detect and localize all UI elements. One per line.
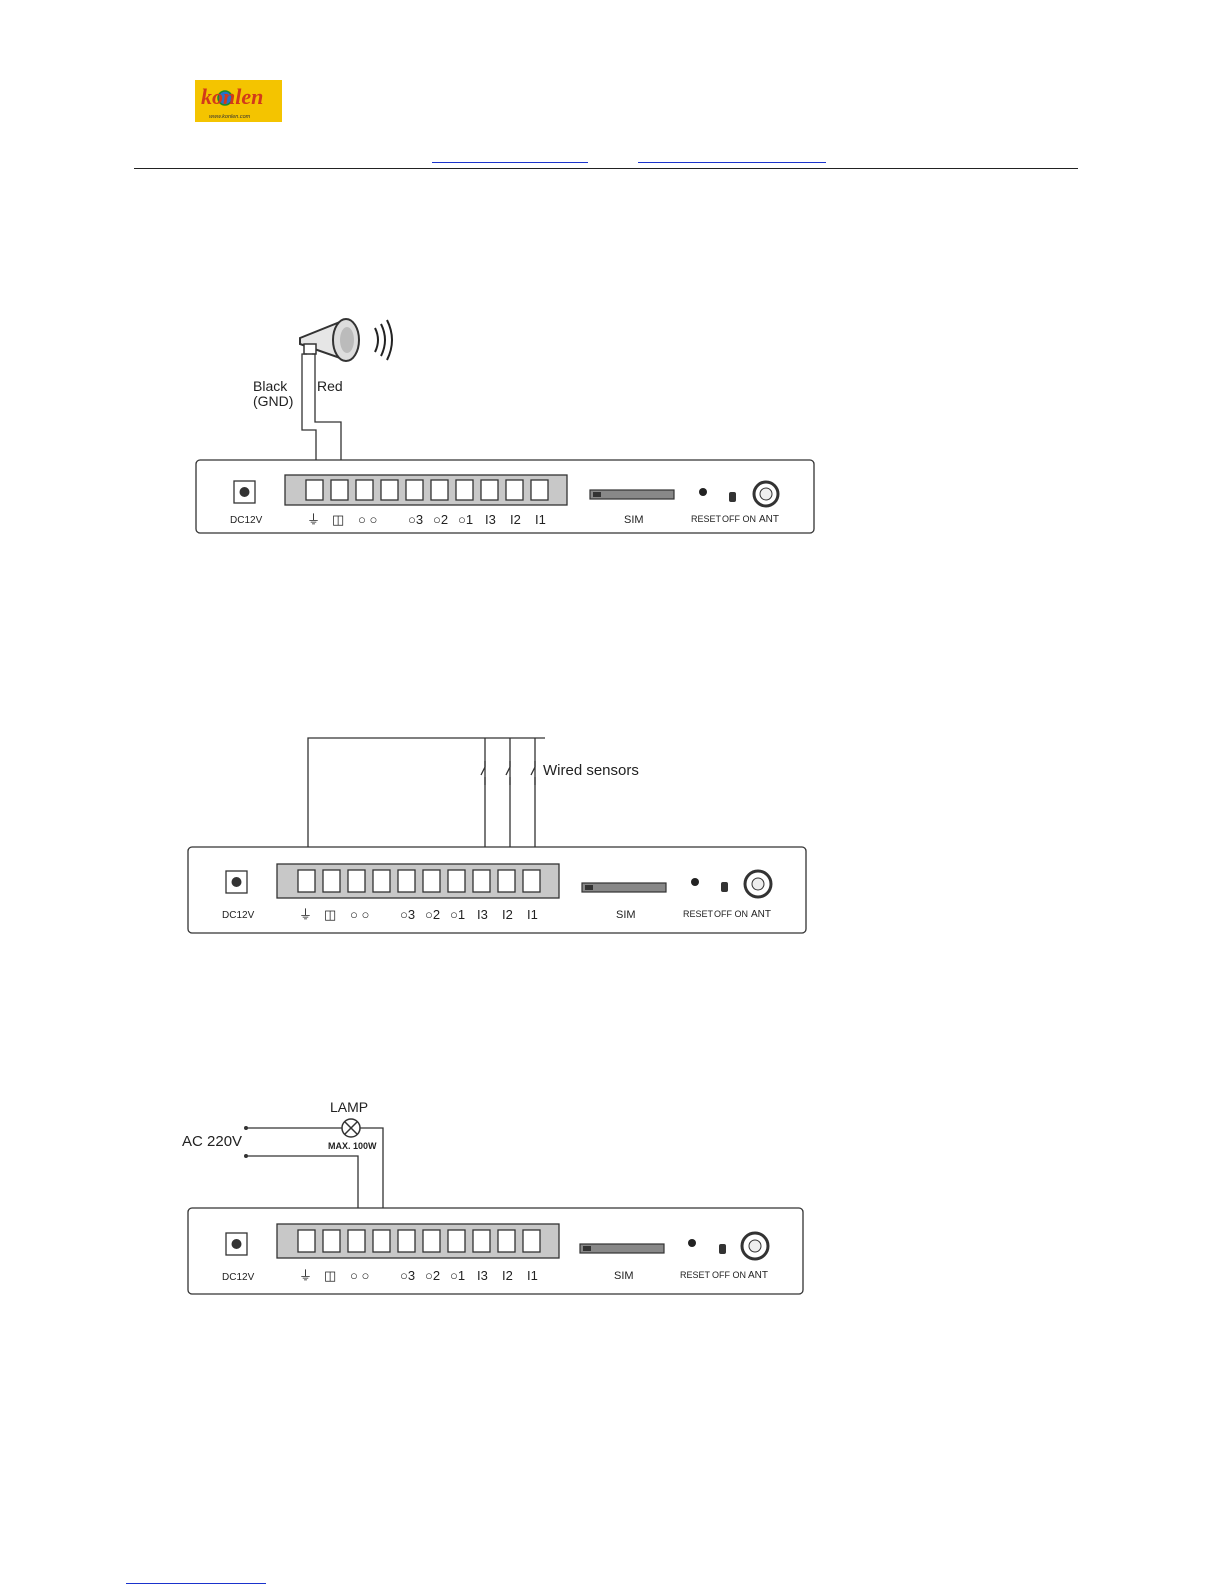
terminal-relay-label: ○ ○ bbox=[350, 907, 369, 922]
terminal-siren-label: ◫ bbox=[332, 512, 344, 527]
alarm-panel-1: DC12V ⏚ ◫ ○ ○ ○3 ○2 ○1 I3 I2 I1 bbox=[196, 460, 814, 533]
terminal-ground-label: ⏚ bbox=[299, 907, 312, 922]
wire-red-label: Red bbox=[317, 378, 343, 394]
terminal-i2-label: I2 bbox=[502, 1268, 513, 1283]
terminal-o2-label: ○2 bbox=[425, 907, 440, 922]
lamp-rating-label: MAX. 100W bbox=[328, 1141, 377, 1151]
lamp-icon bbox=[342, 1119, 360, 1137]
terminal-o1-label: ○1 bbox=[458, 512, 473, 527]
dc12v-label: DC12V bbox=[230, 515, 263, 526]
power-switch bbox=[729, 492, 736, 502]
company-logo: konlen www.konlen.com bbox=[195, 80, 282, 122]
lamp-label: LAMP bbox=[330, 1099, 368, 1115]
terminal-relay-label: ○ ○ bbox=[350, 1268, 369, 1283]
ant-label: ANT bbox=[759, 514, 779, 525]
ant-label: ANT bbox=[751, 909, 771, 920]
alarm-panel-3: DC12V ⏚ ◫ ○ ○ ○3 ○2 ○1 I3 I2 I1 bbox=[188, 1208, 803, 1294]
terminal-siren-label: ◫ bbox=[324, 907, 336, 922]
reset-label: RESET bbox=[683, 909, 714, 919]
terminal-i1-label: I1 bbox=[527, 1268, 538, 1283]
terminal-o2-label: ○2 bbox=[433, 512, 448, 527]
terminal-ground-label: ⏚ bbox=[307, 512, 320, 527]
sim-label: SIM bbox=[614, 1270, 634, 1282]
siren-wiring-diagram: Black (GND) Red DC12V ⏚ ◫ ○ ○ ○3 ○2 bbox=[0, 300, 1225, 560]
dc12v-label: DC12V bbox=[222, 910, 255, 921]
sim-slot bbox=[590, 490, 674, 499]
terminal-siren-label: ◫ bbox=[324, 1268, 336, 1283]
ant-label: ANT bbox=[748, 1270, 768, 1281]
terminal-ground-label: ⏚ bbox=[299, 1268, 312, 1283]
terminal-o1-label: ○1 bbox=[450, 907, 465, 922]
alarm-panel-2: DC12V ⏚ ◫ ○ ○ ○3 ○2 ○1 I3 I2 I1 bbox=[188, 847, 806, 933]
terminal-i3-label: I3 bbox=[485, 512, 496, 527]
wired-sensors-label: Wired sensors bbox=[543, 762, 639, 779]
terminal-i3-label: I3 bbox=[477, 1268, 488, 1283]
wire-gnd-label: (GND) bbox=[253, 393, 293, 409]
terminal-i3-label: I3 bbox=[477, 907, 488, 922]
lamp-wiring-diagram: LAMP MAX. 100W AC 220V DC12V bbox=[0, 1095, 1225, 1305]
reset-button bbox=[699, 488, 707, 496]
terminal-i1-label: I1 bbox=[527, 907, 538, 922]
terminal-i1-label: I1 bbox=[535, 512, 546, 527]
siren-icon bbox=[300, 319, 392, 361]
terminal-i2-label: I2 bbox=[510, 512, 521, 527]
switch-label: OFF ON bbox=[714, 909, 748, 919]
logo-subtext: www.konlen.com bbox=[209, 114, 251, 120]
terminal-relay-label: ○ ○ bbox=[358, 512, 377, 527]
terminal-i2-label: I2 bbox=[502, 907, 513, 922]
siren-wires bbox=[302, 354, 341, 476]
terminal-o1-label: ○1 bbox=[450, 1268, 465, 1283]
terminal-block bbox=[285, 475, 567, 505]
logo-text: konlen bbox=[201, 84, 263, 109]
mains-label: AC 220V bbox=[182, 1133, 242, 1150]
sim-label: SIM bbox=[624, 514, 644, 526]
switch-label: OFF ON bbox=[722, 514, 756, 524]
reset-label: RESET bbox=[680, 1270, 711, 1280]
switch-label: OFF ON bbox=[712, 1270, 746, 1280]
terminal-o3-label: ○3 bbox=[408, 512, 423, 527]
terminal-o3-label: ○3 bbox=[400, 907, 415, 922]
reset-label: RESET bbox=[691, 514, 722, 524]
header-rule bbox=[134, 168, 1078, 169]
dc12v-label: DC12V bbox=[222, 1272, 255, 1283]
terminal-o2-label: ○2 bbox=[425, 1268, 440, 1283]
terminal-o3-label: ○3 bbox=[400, 1268, 415, 1283]
footer-link[interactable] bbox=[126, 1583, 266, 1584]
header-link-2[interactable] bbox=[638, 162, 826, 163]
sensor-wiring-diagram: Wired sensors DC12V ⏚ ◫ ○ ○ ○3 ○2 ○1 I bbox=[0, 725, 1225, 945]
sim-label: SIM bbox=[616, 909, 636, 921]
header-link-1[interactable] bbox=[432, 162, 588, 163]
wire-black-label: Black bbox=[253, 378, 288, 394]
